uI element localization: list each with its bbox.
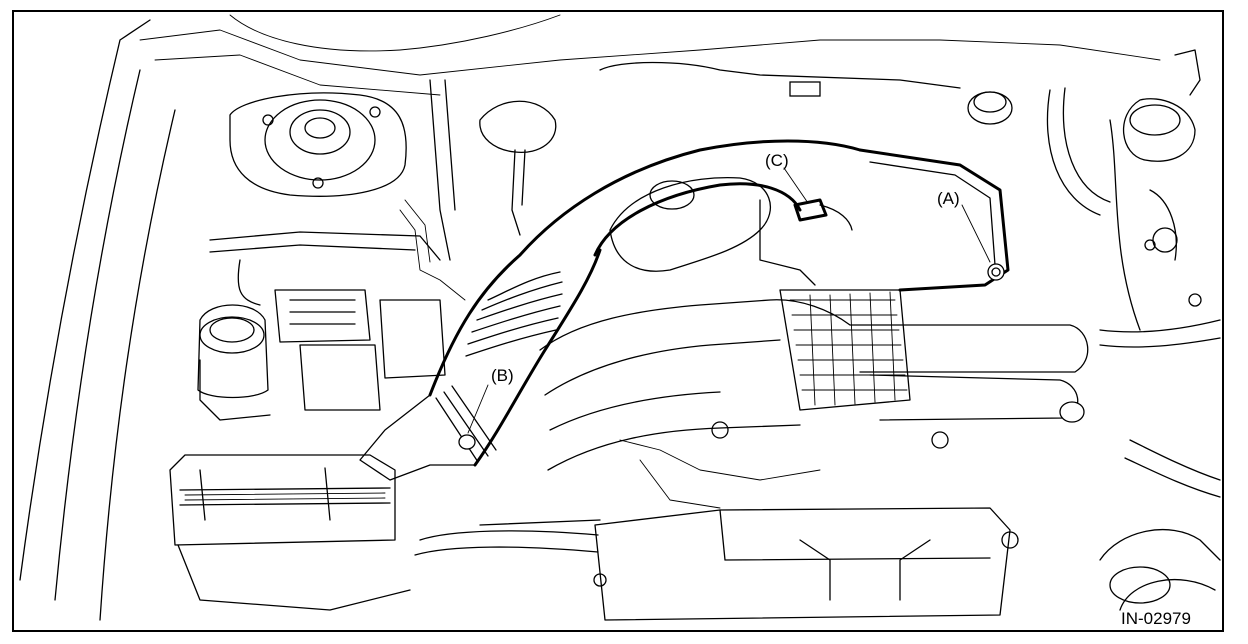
callout-label-c: (C) [765, 151, 789, 170]
leader-line-a [961, 204, 991, 263]
figure-id-label: IN-02979 [1121, 609, 1191, 628]
intake-manifold [539, 289, 1089, 471]
reservoir [197, 304, 271, 421]
callout-label-a: (A) [937, 189, 960, 208]
left-fender [19, 14, 1161, 621]
leader-line-b [467, 384, 489, 434]
connector-c [759, 198, 853, 286]
air-filter-box [169, 454, 411, 611]
engine-lower [414, 421, 1019, 621]
figure-frame [12, 10, 1224, 632]
wiring-harness [209, 199, 466, 411]
intake-duct [359, 139, 862, 481]
callout-leaders [467, 167, 991, 434]
callout-label-b: (B) [491, 366, 514, 385]
leader-line-c [783, 167, 809, 204]
firewall-fittings [429, 49, 1201, 261]
strut-tower [229, 92, 407, 197]
right-side-hoses [1099, 119, 1221, 611]
